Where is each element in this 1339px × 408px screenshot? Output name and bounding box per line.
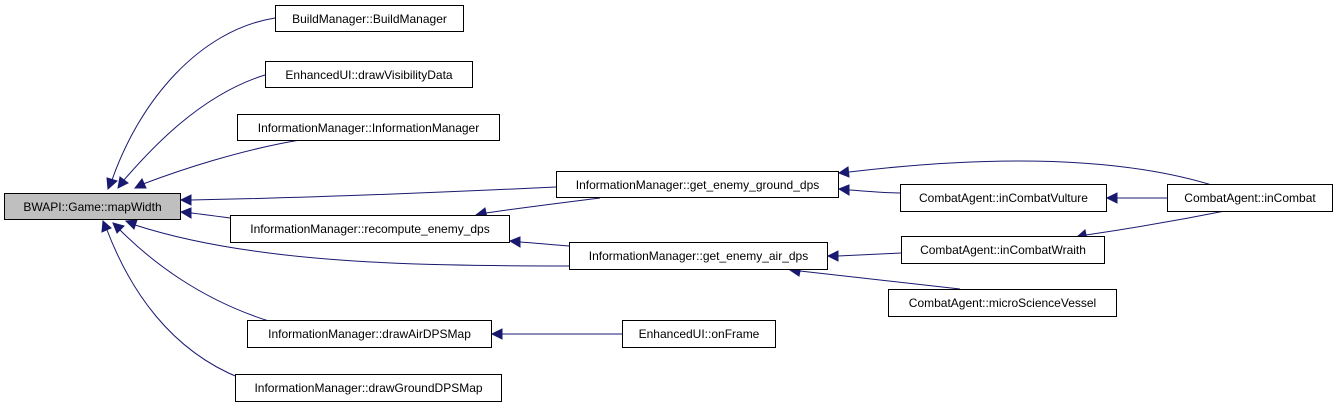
arrowhead [826,250,839,262]
node-information-manager-ctor[interactable]: InformationManager::InformationManager [237,114,500,141]
arrowhead [490,328,503,340]
edge-buildmanager-to-mapwidth [111,17,276,181]
arrowhead [837,184,850,196]
edge-airdps-to-mapwidth [134,224,570,267]
arrowhead [837,166,850,178]
edge-wraith-to-airdps [837,252,902,257]
node-in-combat[interactable]: CombatAgent::inCombat [1167,184,1333,212]
node-get-enemy-air-dps[interactable]: InformationManager::get_enemy_air_dps [569,242,828,270]
arrowhead [124,219,138,230]
arrowhead [179,207,192,219]
edge-grounddps-to-recompute [485,197,601,214]
node-draw-air-dps-map[interactable]: InformationManager::drawAirDPSMap [247,320,492,348]
node-recompute-enemy-dps[interactable]: InformationManager::recompute_enemy_dps [230,215,510,243]
node-micro-science-vessel[interactable]: CombatAgent::microScienceVessel [888,289,1117,317]
edge-drawairdps-to-mapwidth [119,229,273,323]
arrowhead [101,219,112,233]
node-map-width: BWAPI::Game::mapWidth [4,193,181,220]
node-draw-ground-dps-map[interactable]: InformationManager::drawGroundDPSMap [235,374,502,402]
edge-drawgrounddps-to-mapwidth [106,229,241,379]
edge-incombat-to-grounddps [848,160,1216,187]
arrowhead [133,178,147,189]
node-draw-visibility-data[interactable]: EnhancedUI::drawVisibilityData [265,61,473,88]
arrowhead [117,176,129,189]
arrowhead [112,222,125,234]
node-get-enemy-ground-dps[interactable]: InformationManager::get_enemy_ground_dps [556,171,839,198]
edge-vessel-to-airdps [799,270,961,290]
edge-vulture-to-grounddps [848,189,901,194]
arrowhead [106,177,119,191]
edge-drawvisibility-to-mapwidth [123,74,266,181]
node-in-combat-vulture[interactable]: CombatAgent::inCombatVulture [900,184,1107,212]
edge-incombat-to-wraith [1085,209,1231,236]
arrowhead [508,236,521,248]
node-on-frame[interactable]: EnhancedUI::onFrame [622,320,776,348]
arrowhead [179,194,192,206]
edge-infomanager-to-mapwidth [142,139,301,185]
edge-recompute-to-mapwidth [190,212,231,219]
edge-grounddps-to-mapwidth [190,186,557,201]
node-build-manager[interactable]: BuildManager::BuildManager [275,5,464,32]
edge-airdps-to-recompute [519,241,571,247]
arrowhead [1105,192,1118,204]
node-in-combat-wraith[interactable]: CombatAgent::inCombatWraith [901,236,1105,264]
